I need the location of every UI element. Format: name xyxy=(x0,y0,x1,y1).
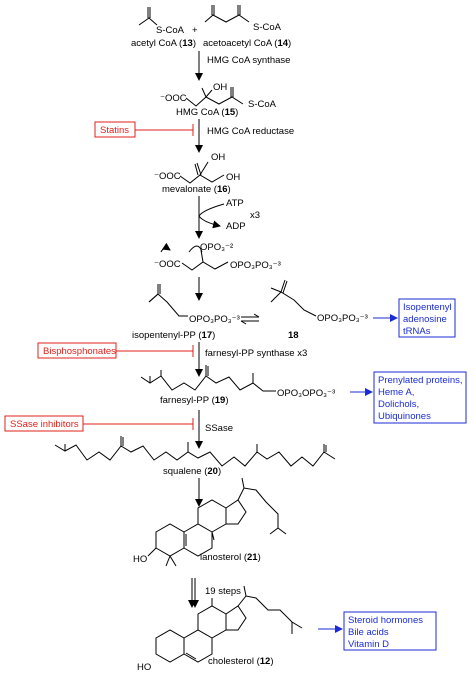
ipp-group: OPO₃PO₃⁻³ xyxy=(189,314,240,325)
hmg-coa-oh: OH xyxy=(213,82,227,93)
product-heme-a: Heme A, xyxy=(378,387,414,398)
dmapp-group: OPO₃PO₃⁻³ xyxy=(317,313,368,324)
hmg-coa-name: HMG CoA (15) xyxy=(176,107,238,118)
product-prenylated-proteins: Prenylated proteins, xyxy=(378,375,463,386)
ipp-name: isopentenyl-PP (17) xyxy=(132,330,215,341)
ssase-inhibitors-label: SSase inhibitors xyxy=(10,419,79,430)
acetyl-coa-name: acetyl CoA (13) xyxy=(131,38,196,49)
hmg-coa-structure: OH ⁻OOC S-CoA HMG CoA (15) xyxy=(160,82,277,118)
acetyl-coa-structure: S-CoA acetyl CoA (13) xyxy=(131,7,196,49)
mevalonate-pp-ooc: ⁻OOC xyxy=(154,259,181,270)
dmapp-structure: OPO₃PO₃⁻³ 18 xyxy=(270,279,368,341)
atp-label: ATP xyxy=(226,198,244,209)
adp-label: ADP xyxy=(226,221,246,232)
lanosterol-ho: HO xyxy=(133,554,147,565)
step-label-hmg-synthase: HMG CoA synthase xyxy=(207,55,290,66)
fpp-group: OPO₃OPO₃⁻³ xyxy=(277,388,335,399)
product-trnas: tRNAs xyxy=(403,326,431,337)
lanosterol-structure: HO lanosterol (21) xyxy=(133,477,287,567)
step-label-ssase: SSase xyxy=(205,423,233,434)
product-adenosine: adenosine xyxy=(403,314,447,325)
product-vitamin-d: Vitamin D xyxy=(348,639,389,650)
step-label-fpp-synthase: farnesyl-PP synthase x3 xyxy=(205,348,307,359)
equilibrium-arrows xyxy=(240,313,260,325)
bisphosphonates-label: Bisphosphonates xyxy=(43,346,116,357)
cholesterol-name: cholesterol (12) xyxy=(208,656,274,667)
squalene-name: squalene (20) xyxy=(163,466,221,477)
plus-sign: + xyxy=(192,25,198,36)
atp-adp-curved-arrow xyxy=(198,203,225,229)
cholesterol-ho: HO xyxy=(137,662,151,673)
product-ubiquinones: Ubiquinones xyxy=(378,411,431,422)
mevalonate-ooc: ⁻OOC xyxy=(154,171,181,182)
product-steroid-hormones: Steroid hormones xyxy=(348,615,423,626)
statins-label: Statins xyxy=(100,125,129,136)
product-bile-acids: Bile acids xyxy=(348,627,389,638)
acetoacetyl-coa-name: acetoacetyl CoA (14) xyxy=(203,38,291,49)
squalene-structure: squalene (20) xyxy=(54,436,336,477)
product-isopentenyl: Isopentenyl xyxy=(403,302,452,313)
lanosterol-name: lanosterol (21) xyxy=(200,552,261,563)
prenylated-products-box xyxy=(373,371,467,424)
mevalonate-name: mevalonate (16) xyxy=(162,184,231,195)
dmapp-number: 18 xyxy=(288,330,299,341)
acetoacetyl-coa-structure: S-CoA acetoacetyl CoA (14) xyxy=(203,5,291,49)
hmg-coa-scoa: S-CoA xyxy=(248,99,277,110)
mevalonate-oh-1: OH xyxy=(211,152,225,163)
cholesterol-structure: HO cholesterol (12) xyxy=(137,585,303,673)
mevalonate-pp-structure: OPO₃⁻² ⁻OOC OPO₃PO₃⁻³ xyxy=(154,242,281,271)
acetyl-coa-scoa: S-CoA xyxy=(156,25,185,36)
fpp-structure: OPO₃OPO₃⁻³ farnesyl-PP (19) xyxy=(140,365,335,406)
step-label-19-steps: 19 steps xyxy=(205,586,241,597)
fpp-name: farnesyl-PP (19) xyxy=(160,395,229,406)
acetoacetyl-coa-scoa: S-CoA xyxy=(253,22,282,33)
product-dolichols: Dolichols, xyxy=(378,399,419,410)
steroid-products-box xyxy=(343,611,437,651)
hmg-coa-ooc: ⁻OOC xyxy=(160,93,187,104)
ipp-structure: OPO₃PO₃⁻³ isopentenyl-PP (17) xyxy=(132,284,240,341)
mevalonate-structure: OH ⁻OOC OH mevalonate (16) xyxy=(154,152,240,195)
mevalonate-pp-opo3po3: OPO₃PO₃⁻³ xyxy=(230,260,281,271)
mevalonate-pp-opo3: OPO₃⁻² xyxy=(200,242,233,253)
mevalonate-oh-2: OH xyxy=(226,172,240,183)
isopentenyl-products-box xyxy=(398,298,456,338)
step-label-hmg-reductase: HMG CoA reductase xyxy=(207,126,294,137)
x3-label: x3 xyxy=(250,210,260,221)
